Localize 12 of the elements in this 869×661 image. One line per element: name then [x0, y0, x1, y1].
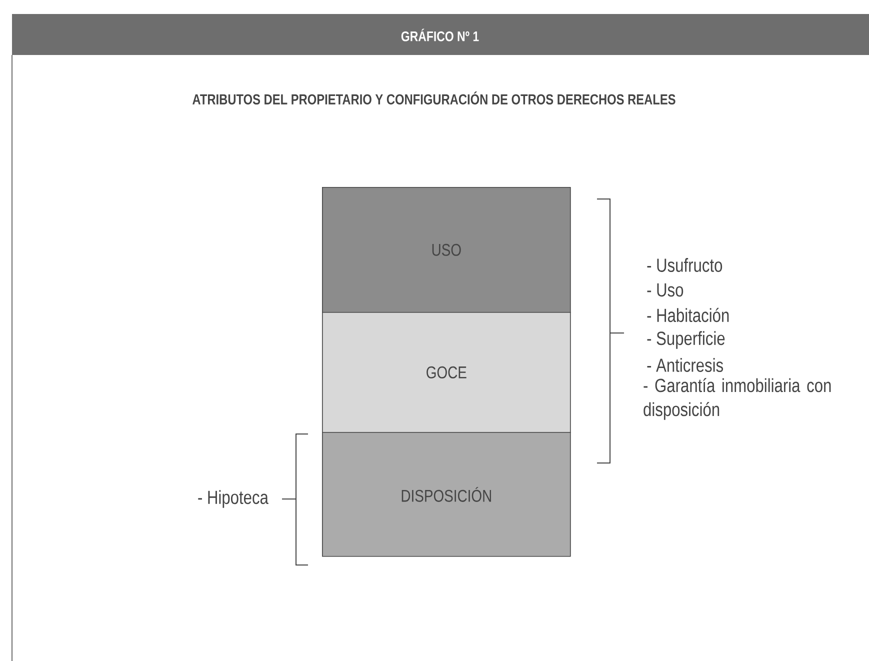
layer-box: USO	[322, 187, 571, 313]
list-item: - Superficie	[647, 331, 725, 349]
list-item: - Garantía inmobiliaria con disposición	[644, 378, 831, 420]
list-item: - Hipoteca	[198, 490, 268, 508]
title-band: GRÁFICO Nº 1	[12, 14, 869, 55]
layer-box: DISPOSICIÓN	[322, 432, 571, 557]
list-item: - Uso	[647, 283, 684, 297]
subtitle: ATRIBUTOS DEL PROPIETARIO Y CONFIGURACIÓN DE OTROS DERECHOS REALES	[192, 92, 676, 104]
list-item: - Habitación	[647, 308, 729, 322]
layer-box: GOCE	[322, 312, 571, 433]
list-item: - Anticresis	[647, 358, 723, 372]
list-item: - Usufructo	[647, 258, 722, 272]
